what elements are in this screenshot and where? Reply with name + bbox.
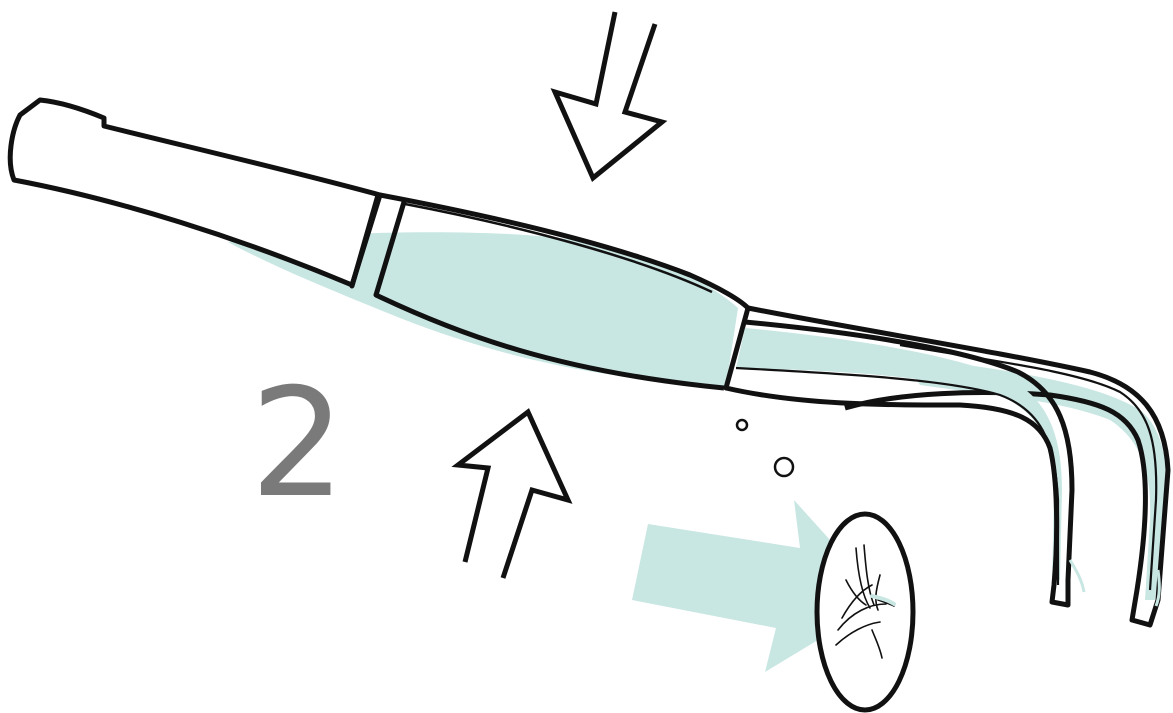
press-arrow-bottom	[458, 412, 568, 578]
tweezers-handle	[10, 100, 380, 285]
lens-outline	[817, 514, 913, 710]
tweezers	[10, 100, 1168, 625]
bubble-circle-small	[737, 420, 747, 430]
step-number: 2	[250, 357, 345, 531]
bubble-circle-large	[775, 458, 793, 476]
press-arrow-top	[555, 12, 662, 178]
magnified-detail	[817, 514, 913, 710]
